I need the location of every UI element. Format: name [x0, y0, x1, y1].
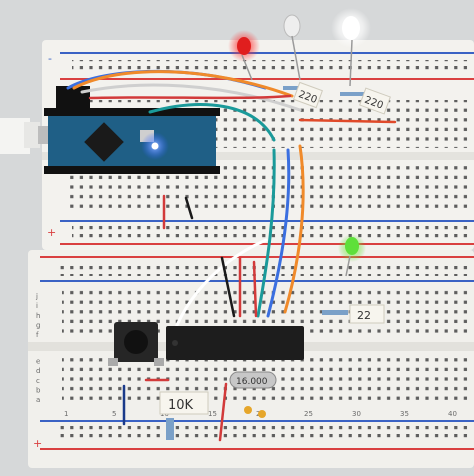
row-letter: j — [35, 293, 38, 301]
microcontroller-chip — [84, 122, 124, 162]
row-letter: f — [36, 331, 39, 339]
column-number: 15 — [208, 410, 217, 418]
rail-lower-line-blue — [40, 280, 474, 282]
row-letter: h — [36, 312, 40, 320]
resistor-220-left: 220 — [283, 81, 323, 109]
led-white-lit — [331, 8, 371, 87]
resistor-10k: 10K — [159, 391, 209, 440]
led-green — [338, 234, 366, 277]
jumper-wires — [66, 69, 397, 442]
column-number: 25 — [304, 410, 313, 418]
svg-text:22: 22 — [357, 309, 371, 322]
column-number: 1 — [64, 410, 68, 418]
arduino-nano-board — [44, 108, 220, 174]
column-number: 40 — [448, 410, 457, 418]
atmega-chip — [166, 326, 304, 360]
rail-bottom-line-blue — [40, 420, 474, 422]
rail-plus-sign: + — [47, 226, 56, 239]
led-white-clear — [283, 14, 301, 81]
row-letter: d — [36, 367, 40, 375]
rail-lower-line-red — [40, 256, 474, 258]
center-channel-upper — [42, 152, 474, 160]
column-number: 35 — [400, 410, 409, 418]
rail-bottom-holes — [60, 426, 472, 440]
row-letter: b — [36, 386, 41, 394]
header-pins — [56, 86, 90, 108]
rail-minus-sign: - — [48, 52, 52, 65]
svg-text:16.000: 16.000 — [236, 377, 268, 387]
rail-top-line-blue — [60, 52, 474, 54]
resistor-22: 22 — [322, 304, 385, 324]
rail-mid-line-red — [60, 243, 474, 245]
rail-mid-holes — [72, 226, 472, 240]
column-number: 5 — [112, 410, 116, 418]
rail-mid-line-blue — [60, 220, 474, 222]
row-letter: c — [36, 377, 40, 385]
row-letter: a — [36, 396, 40, 404]
resistor-220-right: 220 — [340, 87, 391, 115]
led-red — [228, 30, 260, 81]
row-letter: g — [36, 321, 40, 329]
row-letter: e — [36, 358, 40, 366]
push-button — [108, 322, 164, 366]
rail-bottom-plus-sign: + — [33, 437, 42, 450]
svg-text:10K: 10K — [168, 398, 194, 413]
column-number: 30 — [352, 410, 361, 418]
crystal-oscillator: 16.000 — [229, 371, 277, 418]
rail-top-line-red — [60, 78, 474, 80]
row-letter: i — [36, 302, 38, 310]
rail-bottom-line-red — [40, 448, 474, 450]
